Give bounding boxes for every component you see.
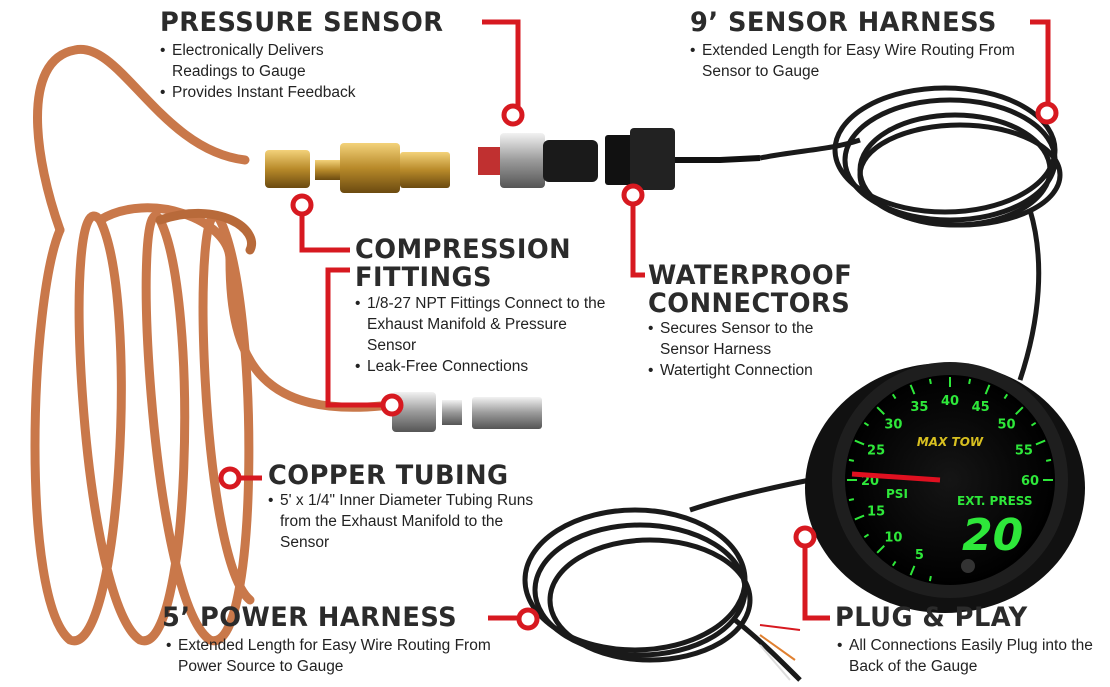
bullet: Extended Length for Easy Wire Routing Fr… — [690, 40, 1040, 82]
gauge-scale-label: 15 — [867, 505, 885, 520]
gauge-tick — [876, 406, 885, 415]
gauge-scale-label: 60 — [1021, 474, 1039, 489]
bullet: Leak-Free Connections — [355, 356, 620, 377]
bullet: Extended Length for Easy Wire Routing Fr… — [166, 635, 516, 677]
sensor-harness-image — [759, 85, 1063, 381]
gauge-scale-label: 55 — [1015, 443, 1033, 458]
gauge-tick — [863, 421, 870, 427]
gauge-scale-label: 35 — [910, 400, 928, 415]
pressure-sensor-title: PRESSURE SENSOR — [160, 7, 444, 38]
gauge-brand-logo: MAX TOW — [917, 435, 984, 449]
sensor-harness-bullets: Extended Length for Easy Wire Routing Fr… — [690, 40, 1040, 82]
gauge-scale-label: 30 — [884, 417, 902, 432]
bullet: Secures Sensor to the Sensor Harness — [648, 318, 858, 360]
gauge-label: EXT. PRESS — [957, 494, 1033, 508]
gauge-scale-label: 10 — [884, 531, 902, 546]
gauge-scale-label: 50 — [998, 417, 1016, 432]
gauge-tick — [909, 384, 916, 395]
compression-fittings-bullets: 1/8-27 NPT Fittings Connect to the Exhau… — [355, 293, 620, 377]
gauge-image: 5 10 15 20 25 30 35 40 45 50 55 60 MAX TOW PSI EXT.… — [805, 362, 1085, 613]
gauge-unit: PSI — [886, 487, 908, 501]
pressure-sensor-image — [478, 133, 598, 188]
copper-tubing-image — [30, 44, 395, 645]
power-harness-bullets: Extended Length for Easy Wire Routing Fr… — [166, 635, 516, 677]
bullet: 1/8-27 NPT Fittings Connect to the Exhau… — [355, 293, 620, 356]
compression-fittings-title-line2: FITTINGS — [355, 262, 492, 293]
gauge-digital-readout: 20 — [962, 510, 1023, 561]
gauge-tick — [1003, 393, 1009, 400]
waterproof-connector-image — [605, 128, 761, 190]
gauge-needle — [851, 471, 941, 483]
bullet: Watertight Connection — [648, 360, 858, 381]
gauge-tick — [854, 439, 865, 446]
gauge-tick — [863, 533, 870, 539]
gauge-tick — [968, 378, 972, 385]
gauge-tick — [876, 545, 885, 554]
waterproof-connectors-title-line1: WATERPROOF — [648, 260, 853, 291]
gauge-scale-label: 40 — [941, 394, 959, 409]
sensor-harness-title: 9’ SENSOR HARNESS — [690, 7, 997, 38]
gauge-tick — [891, 393, 897, 400]
compression-fittings-title-line1: COMPRESSION — [355, 234, 572, 265]
gauge-tick — [984, 384, 991, 395]
waterproof-connectors-bullets: Secures Sensor to the Sensor Harness Wat… — [648, 318, 858, 381]
gauge-tick — [848, 458, 855, 462]
plug-and-play-title: PLUG & PLAY — [835, 602, 1028, 633]
gauge-tick — [928, 378, 932, 385]
gauge-tick — [1045, 458, 1052, 462]
gauge-tick — [1035, 439, 1046, 446]
gauge-scale-label: 25 — [867, 443, 885, 458]
waterproof-connectors-title-line2: CONNECTORS — [648, 288, 851, 319]
power-harness-title: 5’ POWER HARNESS — [162, 602, 458, 633]
gauge-tick — [854, 514, 865, 521]
gauge-tick — [909, 565, 916, 576]
power-harness-image — [522, 477, 811, 682]
pressure-sensor-bullets: Electronically Delivers Readings to Gaug… — [160, 40, 390, 103]
copper-tubing-title: COPPER TUBING — [268, 460, 509, 491]
gauge-tick — [1030, 421, 1037, 427]
gauge-tick — [848, 498, 855, 502]
gauge-tick — [1015, 406, 1024, 415]
callout-leaders — [218, 19, 1059, 631]
bullet: All Connections Easily Plug into the Bac… — [837, 635, 1097, 677]
stainless-compression-fittings-image — [392, 392, 542, 432]
plug-and-play-bullets: All Connections Easily Plug into the Bac… — [837, 635, 1097, 677]
gauge-tick — [891, 560, 897, 567]
copper-tubing-bullets: 5' x 1/4" Inner Diameter Tubing Runs fro… — [268, 490, 553, 553]
gauge-tick — [928, 575, 932, 582]
bullet: 5' x 1/4" Inner Diameter Tubing Runs fro… — [268, 490, 553, 553]
bullet: Electronically Delivers Readings to Gaug… — [160, 40, 390, 82]
bullet: Provides Instant Feedback — [160, 82, 390, 103]
brass-compression-fittings-image — [265, 143, 450, 193]
gauge-scale-label: 45 — [972, 400, 990, 415]
gauge-scale-label: 5 — [915, 548, 924, 563]
